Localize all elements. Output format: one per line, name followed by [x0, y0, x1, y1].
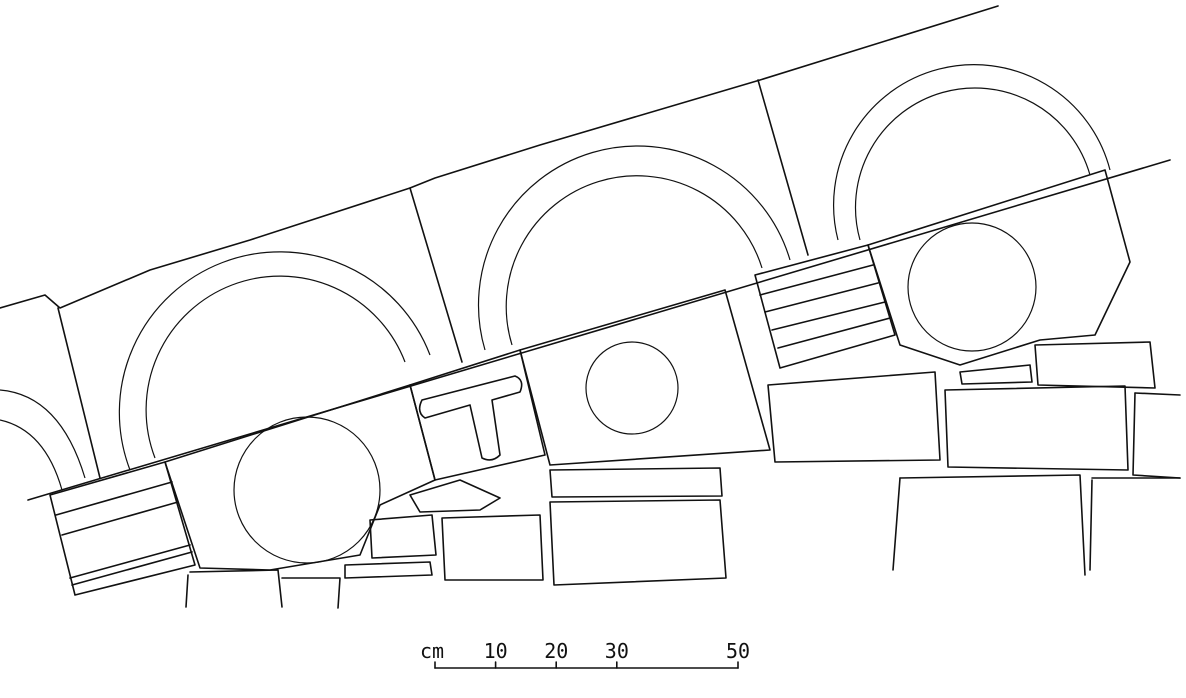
lower-course [49, 169, 1131, 596]
scale-tick-label-30: 30 [605, 639, 629, 663]
upper-course [0, 5, 1171, 501]
scale-bar: cm 10 20 30 50 [420, 639, 750, 669]
scale-unit-label: cm [420, 639, 444, 663]
scale-tick-label-20: 20 [544, 639, 568, 663]
arch-rings [0, 63, 1111, 491]
scale-tick-label-50: 50 [726, 639, 750, 663]
masonry-stones [185, 341, 1181, 609]
scale-tick-label-10: 10 [484, 639, 508, 663]
